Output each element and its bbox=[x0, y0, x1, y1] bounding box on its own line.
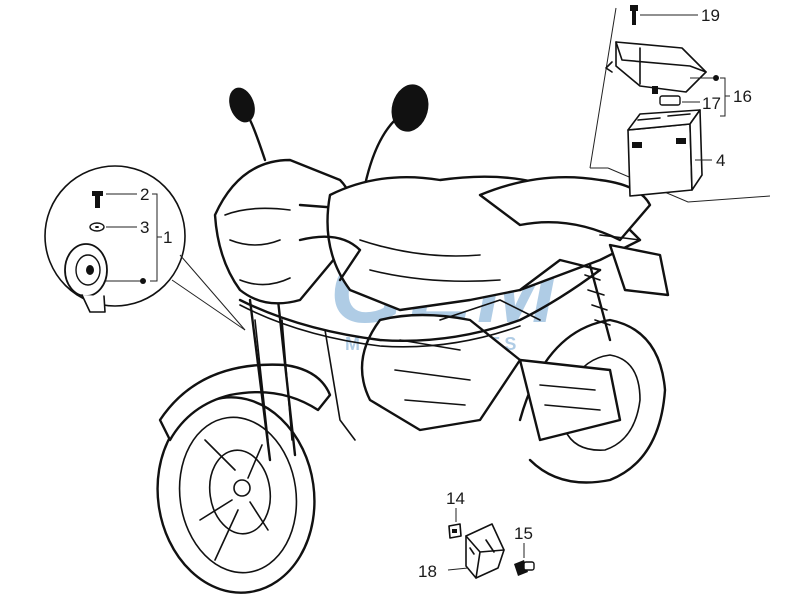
washer-icon bbox=[89, 222, 105, 232]
horn-detail bbox=[44, 165, 246, 331]
battery-group bbox=[589, 5, 771, 203]
callout-1: 1 bbox=[163, 228, 172, 247]
battery-icon bbox=[627, 109, 703, 197]
screw-icon bbox=[630, 5, 638, 25]
callout-4: 4 bbox=[716, 151, 725, 170]
screw-icon bbox=[514, 560, 535, 576]
fuse-icon bbox=[652, 86, 681, 106]
fuse-icon bbox=[448, 523, 462, 539]
callout-3: 3 bbox=[140, 218, 149, 237]
motorcycle-illustration bbox=[156, 84, 670, 594]
relay-icon bbox=[465, 523, 505, 579]
battery-cover-icon bbox=[605, 41, 707, 93]
callout-2: 2 bbox=[140, 185, 149, 204]
relay-group bbox=[447, 508, 535, 579]
screw-icon bbox=[92, 191, 103, 208]
callout-17: 17 bbox=[702, 94, 721, 113]
callout-15: 15 bbox=[514, 524, 533, 543]
callout-numbers: 1 2 3 4 14 15 16 17 18 19 bbox=[140, 6, 752, 581]
callout-16: 16 bbox=[733, 87, 752, 106]
callout-14: 14 bbox=[446, 489, 465, 508]
callout-19: 19 bbox=[701, 6, 720, 25]
callout-18: 18 bbox=[418, 562, 437, 581]
horn-icon bbox=[64, 243, 108, 313]
